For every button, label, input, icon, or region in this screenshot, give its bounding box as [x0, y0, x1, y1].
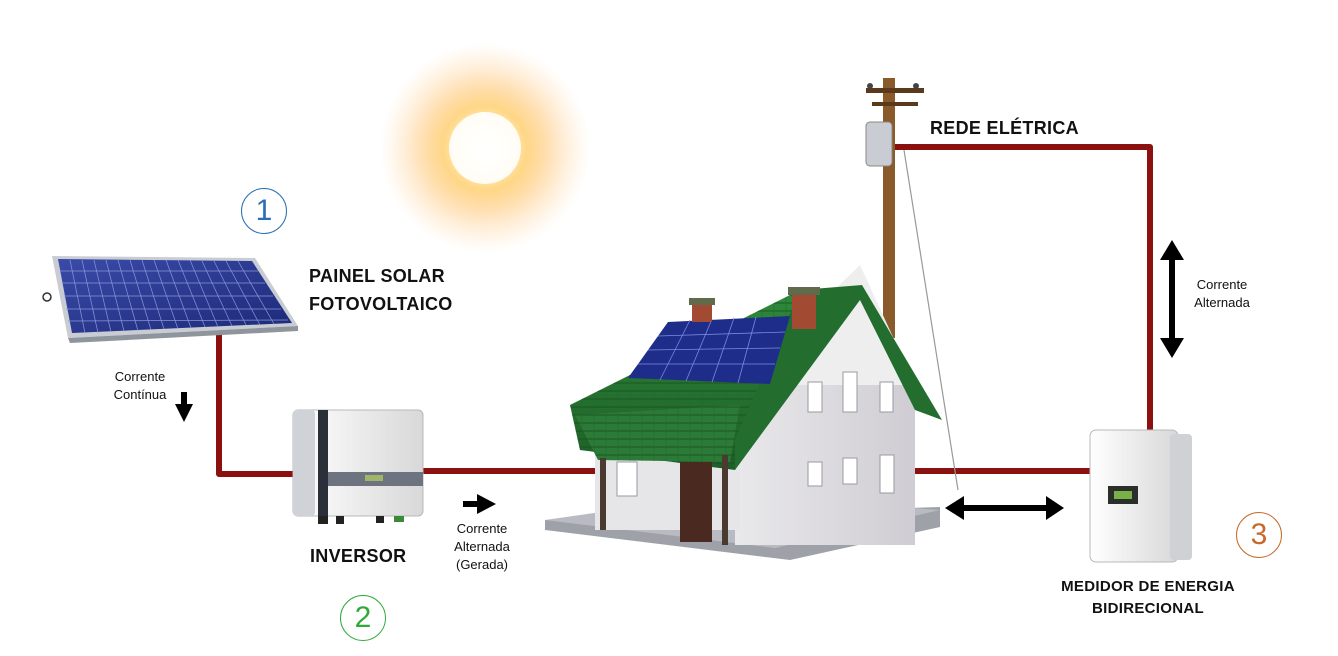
dc-wire	[216, 332, 300, 477]
ac-generated-arrow-icon	[463, 494, 496, 514]
solar-panel	[42, 256, 298, 343]
meter-label-line1: MEDIDOR DE ENERGIA	[1061, 578, 1235, 595]
meter-label: MEDIDOR DE ENERGIA BIDIRECIONAL	[1060, 576, 1236, 620]
house-meter-bidirectional-arrow-icon	[945, 496, 1064, 520]
inverter-device	[292, 409, 424, 524]
house-illustration	[545, 265, 942, 560]
ac-grid-current-label: Corrente Alternada	[1182, 276, 1262, 312]
dc-current-label: Corrente Contínua	[100, 368, 180, 404]
ac-grid-line1: Corrente	[1196, 277, 1248, 292]
grid-label: REDE ELÉTRICA	[930, 118, 1079, 138]
meter-device	[1089, 429, 1192, 563]
wires	[216, 144, 1153, 477]
grid-bidirectional-arrow-icon	[1160, 240, 1184, 358]
step-2-badge: 2	[340, 595, 386, 641]
utility-pole	[865, 78, 959, 491]
sun-icon	[380, 43, 590, 253]
step-3-badge: 3	[1236, 512, 1282, 558]
inverter-label: INVERSOR	[310, 546, 407, 566]
dc-current-line1: Corrente	[114, 369, 166, 384]
step-2-number: 2	[354, 601, 372, 634]
ac-generated-current-label: Corrente Alternada (Gerada)	[442, 520, 522, 574]
ac-grid-line2: Alternada	[1194, 295, 1250, 310]
solar-panel-label: PAINEL SOLAR FOTOVOLTAICO	[309, 262, 453, 318]
step-3-number: 3	[1250, 518, 1268, 551]
ac-generated-line3: (Gerada)	[455, 557, 509, 572]
step-1-number: 1	[255, 194, 273, 227]
dc-current-line2: Contínua	[113, 387, 167, 402]
solar-panel-label-line2: FOTOVOLTAICO	[309, 294, 453, 314]
ac-generated-line2: Alternada	[454, 539, 510, 554]
step-1-badge: 1	[241, 188, 287, 234]
dc-arrow-icon	[175, 392, 193, 422]
solar-panel-label-line1: PAINEL SOLAR	[309, 266, 445, 286]
meter-label-line2: BIDIRECIONAL	[1092, 600, 1204, 617]
ac-generated-line1: Corrente	[456, 521, 508, 536]
grid-wire	[891, 144, 1153, 432]
